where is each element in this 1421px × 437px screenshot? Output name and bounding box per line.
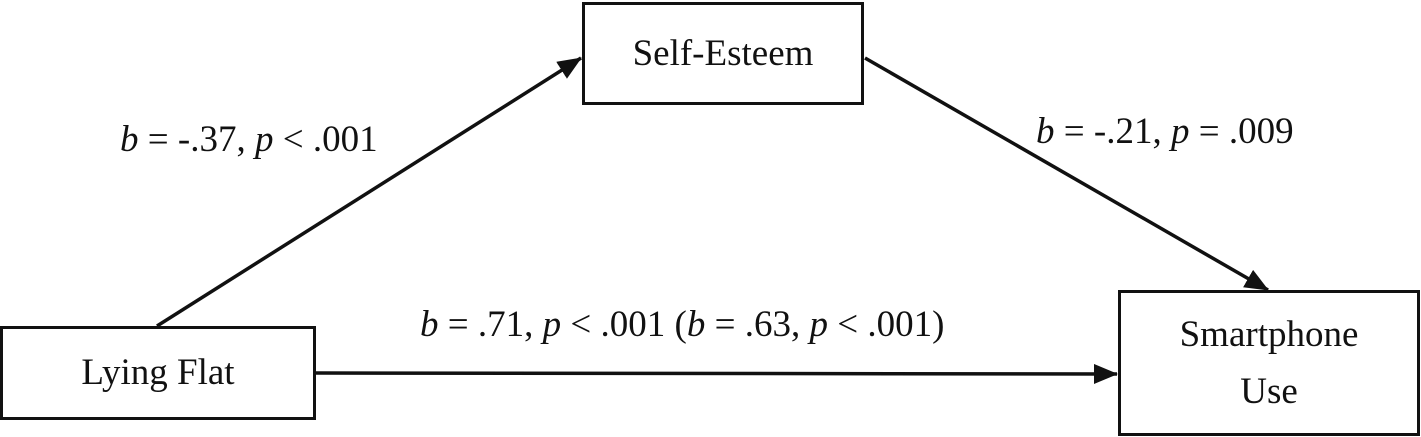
path-a-p-value: < .001 — [273, 119, 378, 160]
path-c-p-value: < .001 ( — [561, 304, 687, 345]
path-a-coefficient-label: b = -.37, p < .001 — [120, 121, 378, 158]
path-b-b-value: = -.21, — [1054, 111, 1171, 152]
path-b-coefficient-label: b = -.21, p = .009 — [1036, 113, 1294, 150]
path-c-p2-symbol: p — [809, 304, 828, 345]
path-b-b-symbol: b — [1036, 111, 1055, 152]
node-smartphone-use: Smartphone Use — [1118, 290, 1420, 436]
node-lying-flat: Lying Flat — [0, 326, 316, 420]
node-lying-flat-label: Lying Flat — [81, 352, 235, 394]
path-c-coefficient-label: b = .71, p < .001 (b = .63, p < .001) — [420, 306, 944, 343]
node-self-esteem: Self-Esteem — [582, 2, 864, 105]
arrow-path-c — [315, 363, 1118, 384]
path-b-p-symbol: p — [1170, 111, 1190, 152]
path-a-b-symbol: b — [120, 119, 139, 160]
node-smartphone-use-label-line1: Smartphone — [1179, 313, 1359, 355]
path-a-p-symbol: p — [254, 119, 274, 160]
arrow-path-b — [864, 56, 1269, 292]
path-c-b-value: = .71, — [438, 304, 543, 345]
path-c-p-symbol: p — [542, 304, 562, 345]
node-self-esteem-label: Self-Esteem — [632, 32, 814, 74]
node-smartphone-use-label-line2: Use — [1240, 371, 1298, 412]
path-b-p-value: = .009 — [1189, 111, 1294, 152]
path-c-p2-value: < .001) — [827, 304, 945, 345]
path-a-b-value: = -.37, — [138, 119, 255, 160]
path-c-b-symbol: b — [420, 304, 439, 345]
arrow-path-a — [156, 56, 582, 328]
path-c-b2-symbol: b — [686, 304, 706, 345]
path-c-b2-value: = .63, — [705, 304, 810, 345]
